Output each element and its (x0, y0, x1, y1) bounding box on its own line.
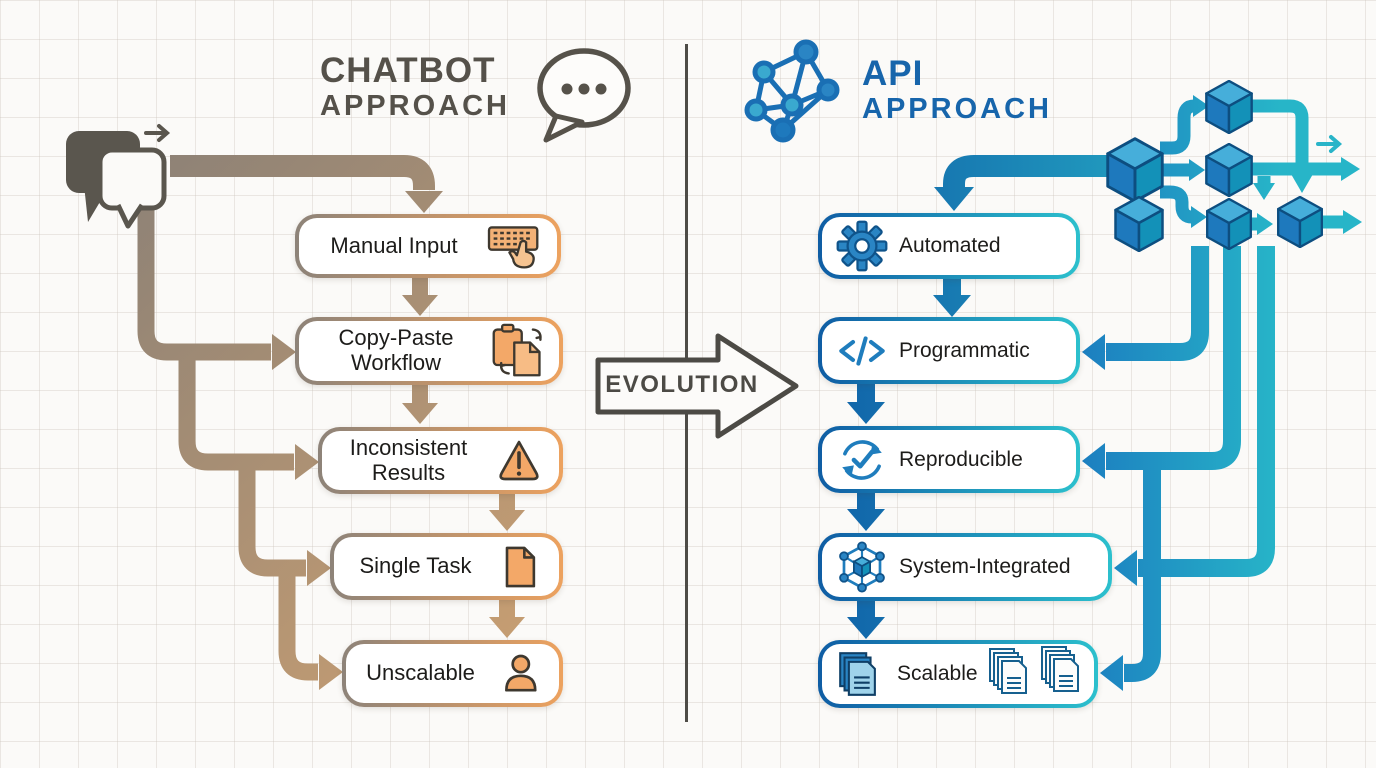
cube-pipeline-icon (1106, 80, 1362, 252)
api-side-arrowheads (1082, 334, 1137, 691)
box-label: Copy-Paste Workflow (338, 325, 454, 375)
api-title: API APPROACH (862, 55, 1052, 126)
person-icon (505, 654, 537, 692)
box-label: Unscalable (366, 660, 475, 686)
api-flow-arrowheads (847, 187, 974, 639)
step-reproducible: Reproducible (818, 426, 1080, 493)
chatbot-flow-pipes (137, 155, 515, 681)
box-label: Single Task (359, 553, 472, 579)
network-cube-icon (839, 541, 885, 593)
box-label: Programmatic (899, 338, 1030, 362)
api-side-pipes (1106, 246, 1275, 682)
step-scalable: Scalable (818, 640, 1098, 708)
api-flow-pipes (857, 155, 1125, 618)
code-icon (839, 335, 885, 366)
box-label: Reproducible (899, 447, 1023, 471)
step-copy-paste-workflow: Copy-Paste Workflow (295, 317, 563, 385)
network-graph-icon (744, 39, 840, 143)
step-manual-input: Manual Input (295, 214, 561, 278)
chatbot-title-line2: APPROACH (320, 89, 510, 122)
box-label: System-Integrated (899, 555, 1071, 579)
chatbot-title-line1: CHATBOT (320, 51, 496, 90)
step-unscalable: Unscalable (342, 640, 563, 707)
box-label: Manual Input (330, 232, 458, 258)
api-title-line2: APPROACH (862, 92, 1052, 125)
evolution-label: EVOLUTION (605, 371, 759, 398)
box-label: Inconsistent Results (349, 434, 468, 485)
stacked-documents-outline-icon (988, 646, 1079, 694)
speech-bubble-dots-icon (537, 48, 631, 143)
keyboard-hand-icon (487, 226, 539, 269)
document-icon (505, 546, 536, 587)
chat-bubbles-icon (66, 124, 171, 229)
stacked-documents-icon (839, 652, 876, 696)
chatbot-title: CHATBOT APPROACH (320, 52, 510, 123)
step-automated: Automated (818, 213, 1080, 279)
step-programmatic: Programmatic (818, 317, 1080, 384)
chatbot-flow-arrowheads (272, 191, 525, 690)
step-inconsistent-results: Inconsistent Results (318, 427, 563, 494)
evolution-arrow (595, 333, 799, 439)
gear-icon (836, 220, 888, 272)
box-label: Scalable (897, 662, 978, 686)
api-title-line1: API (862, 54, 924, 93)
step-single-task: Single Task (330, 533, 563, 600)
copy-paste-icon (492, 323, 542, 377)
step-system-integrated: System-Integrated (818, 533, 1112, 601)
cycle-check-icon (842, 439, 882, 480)
warning-icon (499, 440, 539, 480)
box-label: Automated (899, 234, 1001, 258)
